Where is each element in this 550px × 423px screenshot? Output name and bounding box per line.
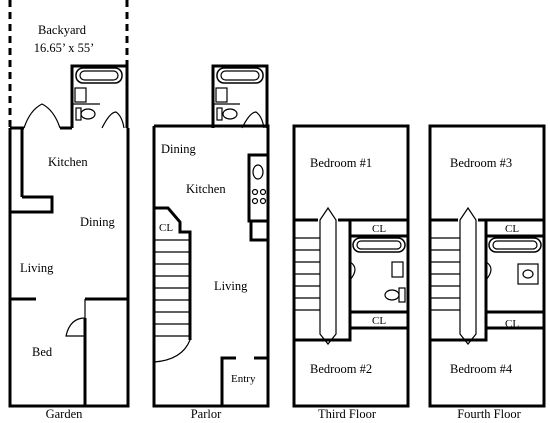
backyard-size: 16.65’ x 55’: [34, 41, 95, 55]
sink-icon: [517, 263, 539, 285]
sink-icon: [391, 261, 404, 278]
backyard-area: Backyard 16.65’ x 55’: [8, 0, 129, 128]
bedroom-2-label: Bedroom #2: [310, 362, 372, 376]
sink-icon: [74, 87, 87, 103]
parlor-dining-label: Dining: [161, 142, 196, 156]
bathtub-icon: [352, 237, 406, 253]
garden-floor-plan: Kitchen Dining Living Bed Garden: [8, 64, 130, 421]
garden-bed-label: Bed: [32, 345, 53, 359]
toilet-icon: [384, 289, 400, 301]
stove-burner-icon: [251, 188, 259, 196]
third-floor-plan: Bedroom #1 CL CL Bedroom #2 Third Floor: [292, 124, 410, 421]
garden-caption: Garden: [46, 407, 84, 421]
third-floor-caption: Third Floor: [318, 407, 377, 421]
parlor-floor-plan: Dining Kitchen CL Living Entry Parlor: [152, 64, 270, 421]
bathtub-icon: [216, 67, 264, 84]
sink-icon: [215, 87, 228, 103]
stove-burner-icon: [259, 188, 267, 196]
backyard-label: Backyard: [38, 23, 87, 37]
parlor-staircase: [153, 239, 191, 363]
fourth-floor-staircase: [430, 237, 460, 311]
fourth-floor-caption: Fourth Floor: [457, 407, 521, 421]
toilet-icon: [80, 108, 96, 120]
third-closet-a-label: CL: [372, 223, 386, 235]
bedroom-1-label: Bedroom #1: [310, 156, 372, 170]
toilet-icon: [522, 269, 534, 279]
third-closet-b-label: CL: [372, 315, 386, 327]
third-floor-staircase: [294, 237, 320, 311]
bedroom-3-label: Bedroom #3: [450, 156, 512, 170]
garden-living-label: Living: [20, 261, 54, 275]
bathtub-icon: [75, 67, 123, 84]
garden-dining-label: Dining: [80, 215, 115, 229]
bedroom-4-label: Bedroom #4: [450, 362, 513, 376]
kitchen-sink-icon: [252, 164, 264, 180]
fourth-closet-a-label: CL: [505, 223, 519, 235]
parlor-closet-label: CL: [159, 222, 173, 234]
parlor-living-label: Living: [214, 279, 248, 293]
stove-burner-icon: [259, 197, 267, 205]
parlor-caption: Parlor: [191, 407, 222, 421]
parlor-entry-label: Entry: [231, 373, 256, 385]
bathtub-icon: [488, 237, 542, 253]
garden-kitchen-label: Kitchen: [48, 155, 88, 169]
fourth-floor-plan: Bedroom #3 CL CL Bedroom #4 Fourth Floor: [428, 124, 546, 421]
fourth-closet-b-label: CL: [505, 318, 519, 330]
parlor-kitchen-label: Kitchen: [186, 182, 226, 196]
toilet-icon: [222, 108, 238, 120]
stove-burner-icon: [251, 197, 259, 205]
